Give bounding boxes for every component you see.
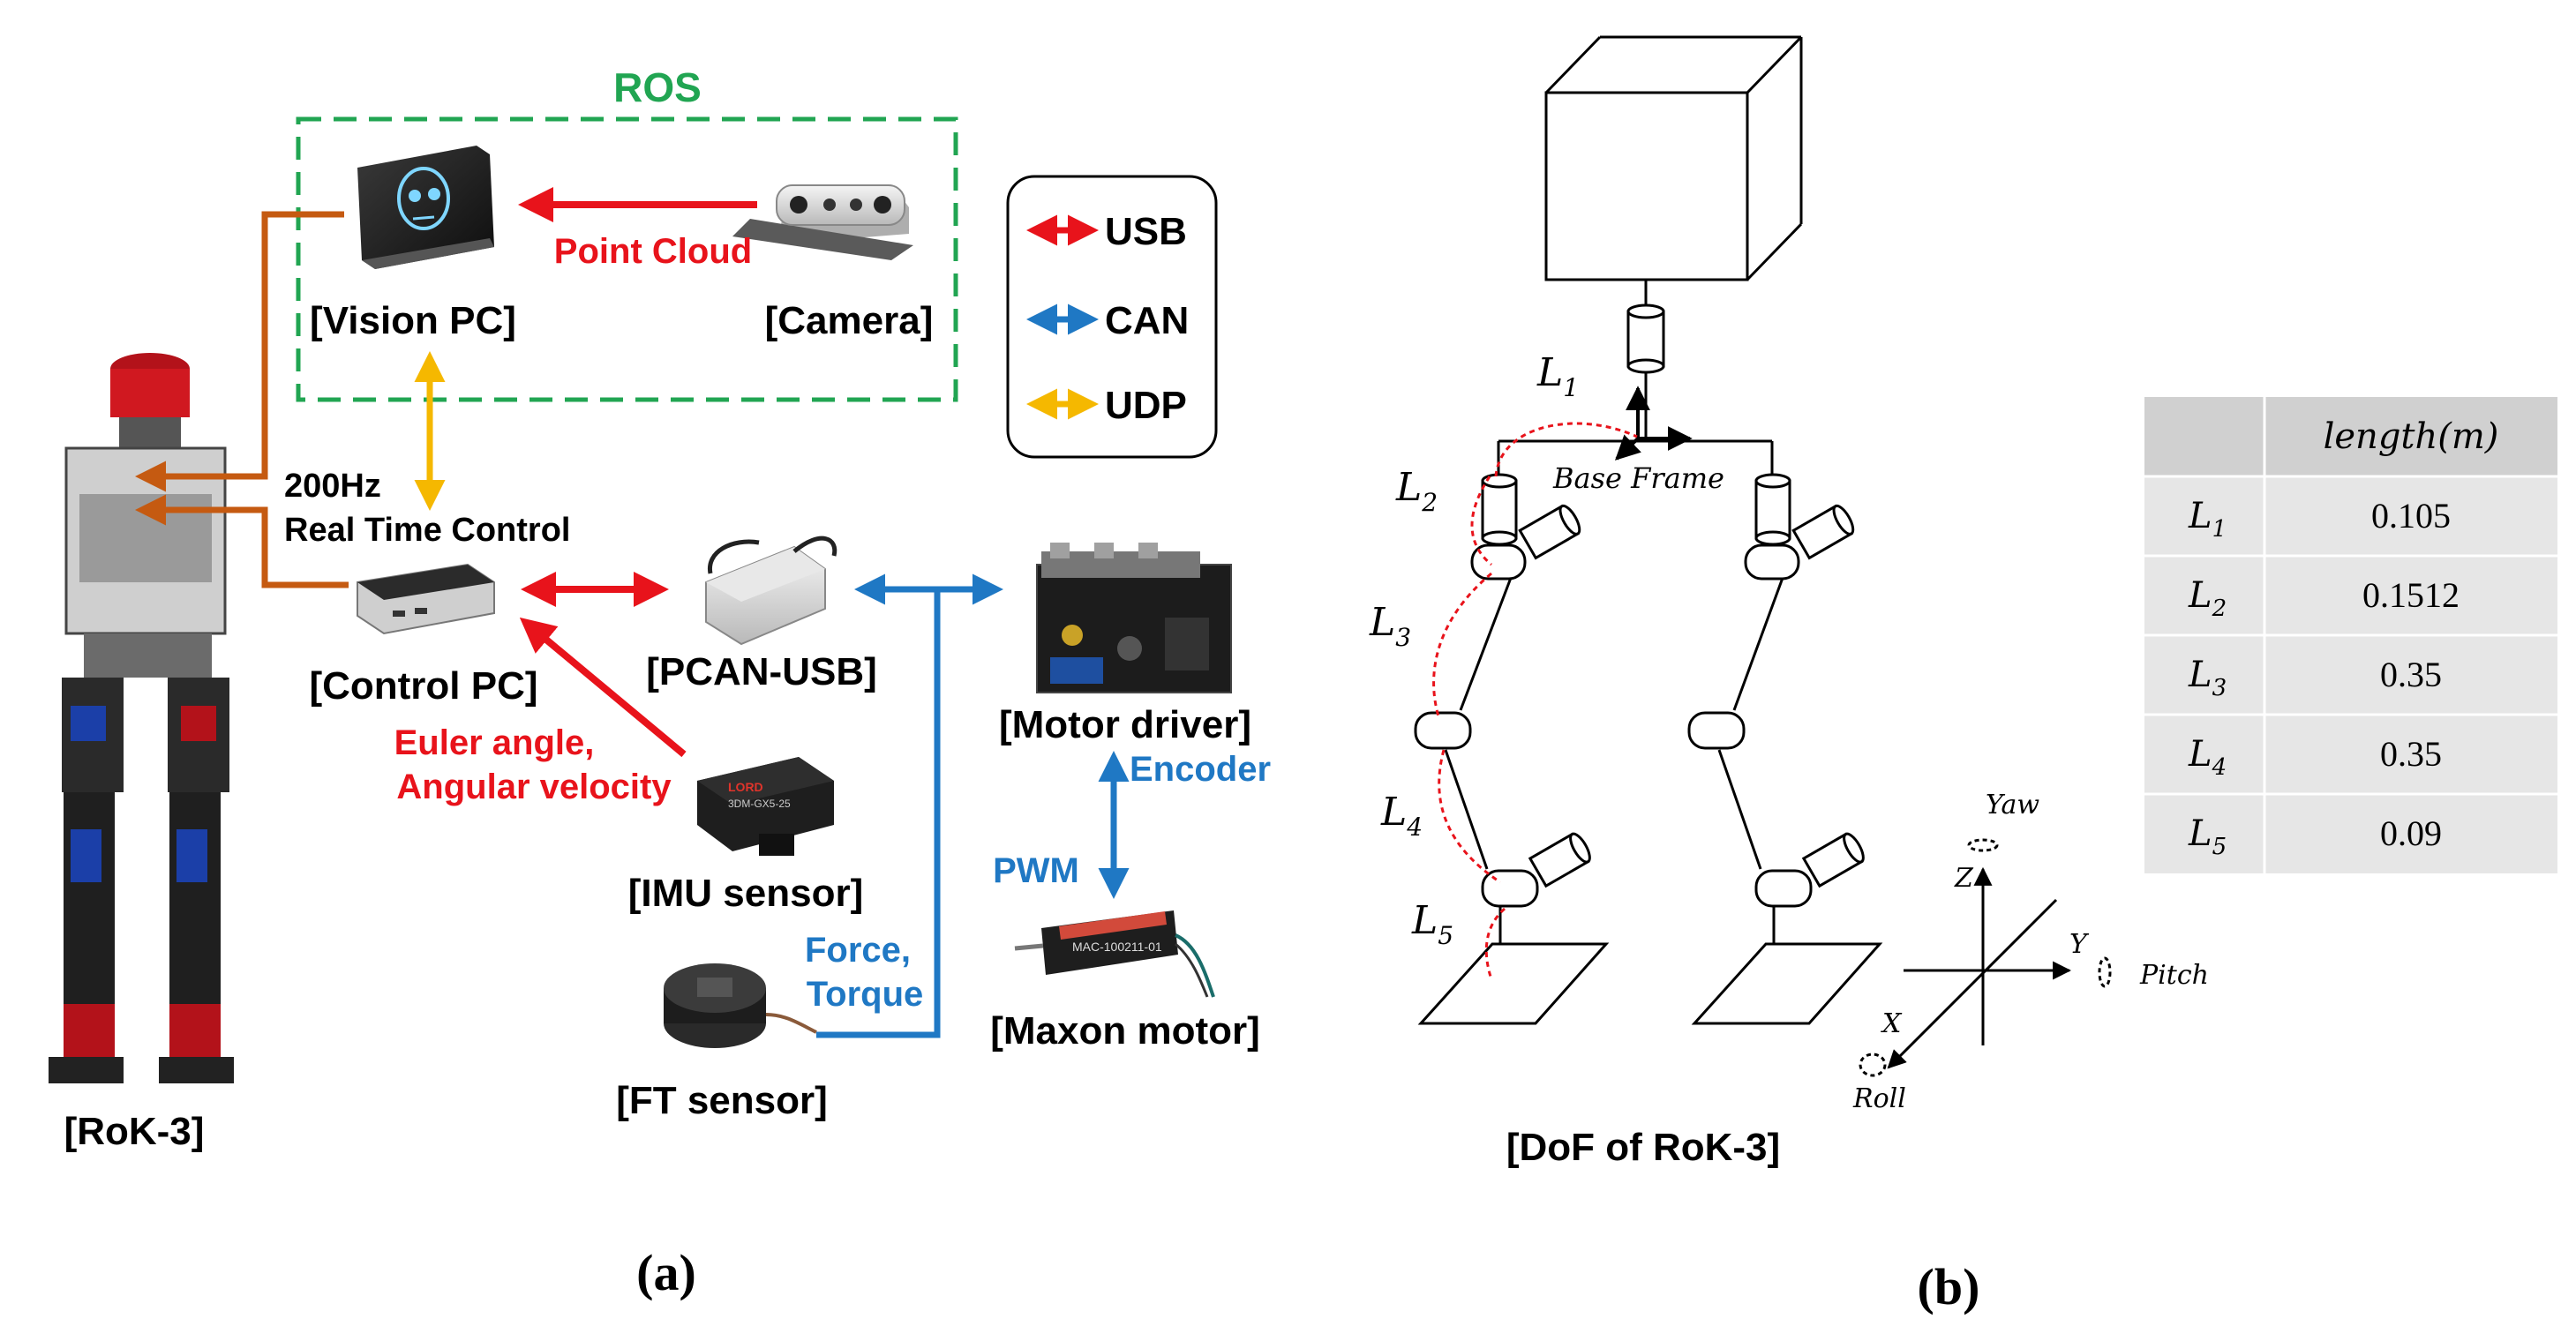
encoder-label: Encoder [1130, 750, 1271, 789]
imu-model-text: 3DM-GX5-25 [728, 798, 791, 810]
table-cell-link-name: L5 [2188, 813, 2227, 860]
vision-pc-label: [Vision PC] [310, 299, 516, 342]
ft-sensor-image [664, 963, 817, 1048]
yaw-label: Yaw [1986, 790, 2039, 820]
point-cloud-label: Point Cloud [554, 232, 752, 271]
rok3-robot-image [49, 353, 234, 1083]
vision-pc-image [357, 146, 494, 269]
rate-label: 200Hz [284, 468, 381, 505]
table-row [2144, 794, 2557, 873]
pcan-usb-label: [PCAN-USB] [646, 650, 877, 693]
z-axis-label: Z [1954, 863, 1974, 894]
ros-boundary-box [296, 116, 958, 402]
table-cell-length-value: 0.105 [2371, 496, 2451, 536]
rok3-label: [RoK-3] [64, 1110, 205, 1153]
ft-sensor-label: [FT sensor] [616, 1079, 828, 1122]
motor-driver-label: [Motor driver] [999, 703, 1251, 746]
caption-b: (b) [1918, 1258, 1980, 1315]
real-time-control-label: Real Time Control [284, 512, 570, 549]
panel-a: ROS [Vision PC] [Camera] Point Cloud [49, 64, 1271, 1301]
torso-cube [1544, 35, 1803, 281]
link-label-l1: L1 [1536, 350, 1579, 402]
table-row [2144, 476, 2557, 556]
caption-a: (a) [636, 1244, 696, 1301]
base-frame-label: Base Frame [1552, 461, 1724, 495]
motor-driver-image [1036, 543, 1232, 693]
link-label-l4: L4 [1380, 790, 1423, 842]
angular-velocity-label: Angular velocity [396, 768, 672, 806]
dof-title: [DoF of RoK-3] [1506, 1126, 1780, 1169]
pcan-usb-image [705, 536, 837, 646]
control-pc-label: [Control PC] [309, 664, 537, 708]
imu-sensor-label: [IMU sensor] [628, 872, 863, 915]
pwm-label: PWM [993, 851, 1079, 890]
table-row [2144, 556, 2557, 635]
link-label-l3: L3 [1369, 600, 1411, 652]
robot-to-control-line [135, 494, 349, 588]
maxon-motor-label: [Maxon motor] [990, 1009, 1260, 1053]
table-cell-length-value: 0.35 [2380, 655, 2442, 694]
control-pc-image [357, 563, 495, 635]
coordinate-frame [1859, 838, 2112, 1077]
table-cell-link-name: L4 [2188, 734, 2227, 781]
torque-label: Torque [807, 975, 924, 1014]
table-cell-link-name: L1 [2188, 496, 2227, 543]
euler-angle-label: Euler angle, [394, 723, 595, 762]
table-cell-link-name: L3 [2188, 655, 2227, 701]
link-length-markers [1432, 422, 1638, 980]
link-label-l2: L2 [1395, 465, 1438, 517]
waist-joint [1626, 303, 1665, 374]
pitch-label: Pitch [2139, 960, 2209, 991]
table-cell-length-value: 0.35 [2380, 734, 2442, 774]
table-header-row [2144, 397, 2557, 476]
legend-can-label: CAN [1105, 299, 1189, 342]
link-label-l5: L5 [1411, 898, 1453, 950]
table-cell-length-value: 0.09 [2380, 813, 2442, 853]
table-row [2144, 635, 2557, 715]
left-leg [1414, 473, 1610, 1025]
force-label: Force, [805, 931, 911, 970]
panel-b [1414, 35, 2112, 1077]
y-axis-label: Y [2069, 929, 2090, 960]
roll-label: Roll [1852, 1083, 1906, 1114]
motor-label-text: MAC-100211-01 [1072, 940, 1162, 954]
table-header-length: length(m) [2324, 416, 2499, 457]
imu-brand-text: LORD [728, 780, 763, 794]
camera-label: [Camera] [765, 299, 934, 342]
table-cell-link-name: L2 [2188, 575, 2227, 622]
table-row [2144, 715, 2557, 794]
ros-label: ROS [613, 64, 702, 110]
imu-to-control-arrow [519, 617, 687, 758]
legend-udp-label: UDP [1105, 384, 1187, 427]
table-cell-length-value: 0.1512 [2362, 575, 2460, 615]
imu-sensor-image: LORD 3DM-GX5-25 [697, 757, 834, 856]
right-leg [1687, 473, 1883, 1025]
maxon-motor-image: MAC-100211-01 [1014, 910, 1215, 998]
legend-box [1006, 175, 1218, 459]
camera-image [732, 184, 913, 260]
legend-usb-label: USB [1105, 210, 1187, 253]
x-axis-label: X [1881, 1008, 1903, 1039]
panel-b-text: Base Frame L1 L2 L3 L4 L5 Yaw Z Y Pitch … [1369, 350, 2209, 1315]
can-bus-vertical-line [816, 589, 941, 1038]
robot-to-vision-line [135, 211, 344, 492]
